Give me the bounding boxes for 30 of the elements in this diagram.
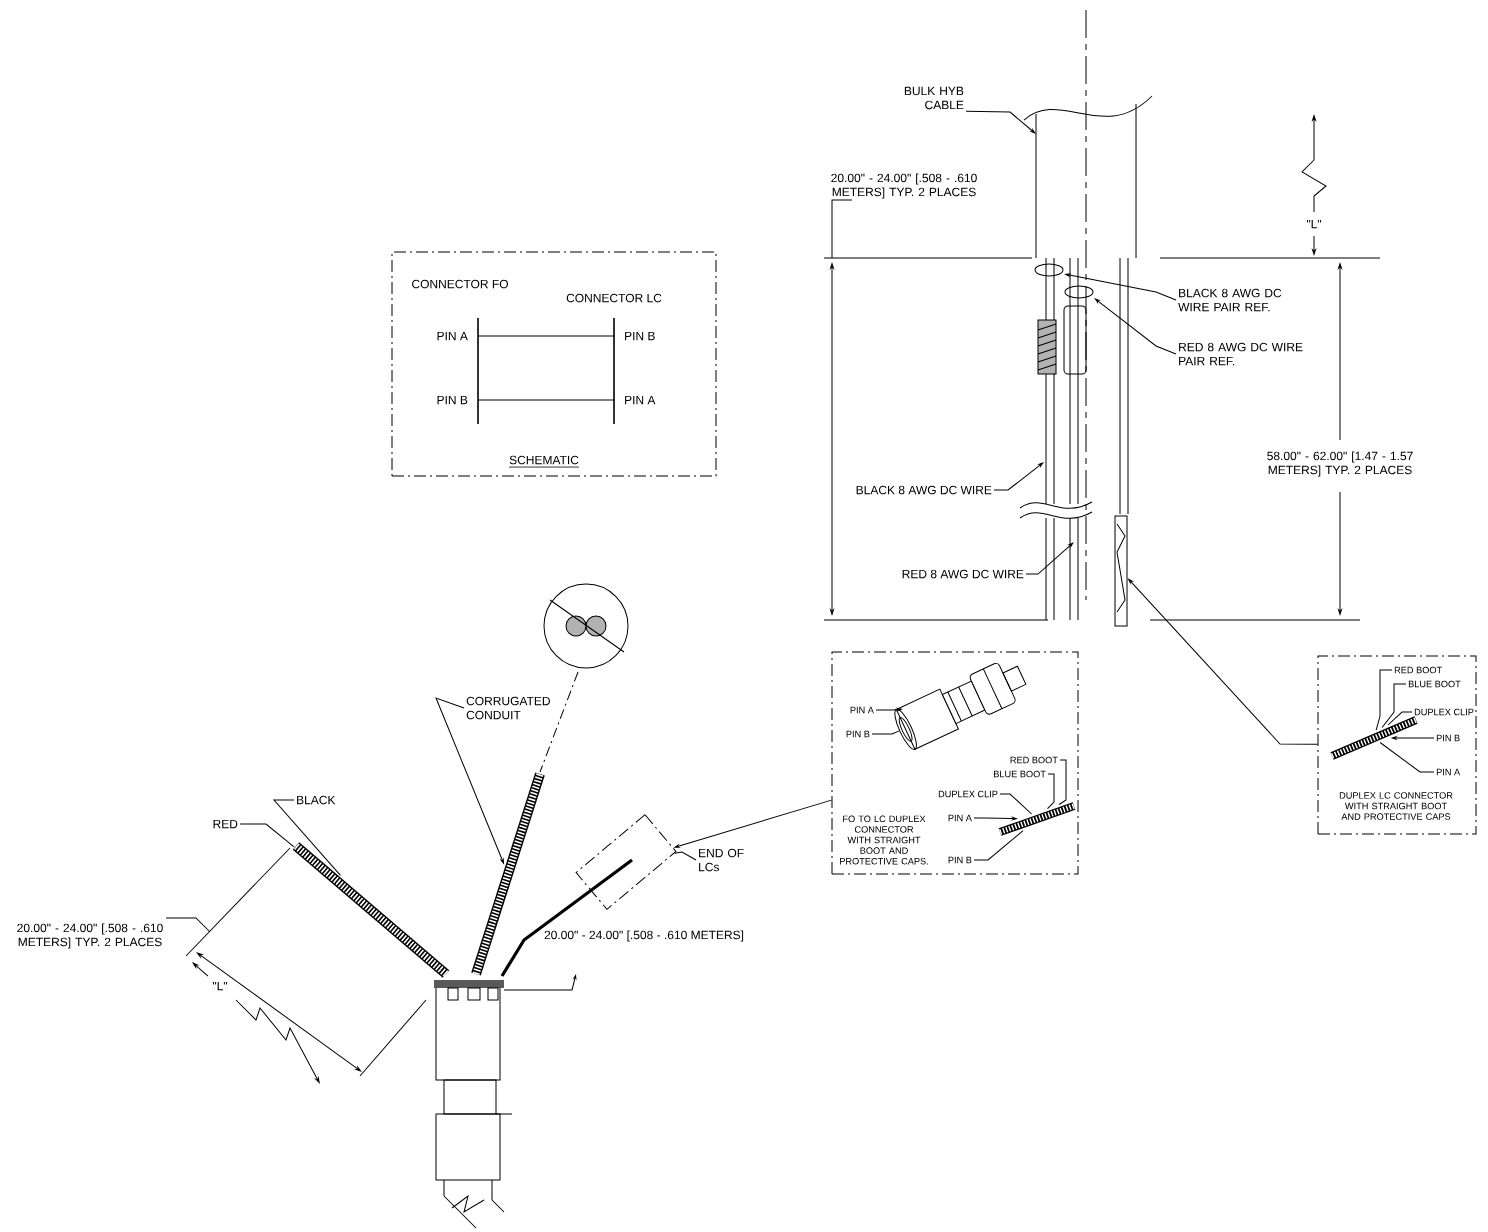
leader-line	[1025, 542, 1074, 575]
leader-line	[435, 697, 505, 864]
leader-line	[999, 793, 1033, 815]
leader-line	[973, 830, 1024, 861]
leader-line	[973, 816, 1017, 821]
leader-line	[965, 110, 1036, 134]
leader-line	[875, 707, 902, 712]
conduit-drawing	[471, 772, 545, 976]
lc-connector-drawing	[1330, 716, 1418, 760]
leader-line	[1391, 736, 1435, 740]
arrow	[1128, 578, 1318, 745]
leader-line	[1058, 759, 1067, 805]
leader-line	[1379, 742, 1435, 773]
leader-line	[1387, 711, 1413, 726]
conduit-drawing	[292, 842, 450, 978]
end-marker-box	[575, 814, 677, 910]
leader-line	[1065, 273, 1177, 301]
connector-drawing	[894, 662, 1027, 750]
leader-line	[673, 851, 697, 861]
leader-line	[1047, 773, 1055, 810]
lc-connector-drawing	[998, 802, 1076, 836]
connector-box	[1114, 515, 1128, 627]
leader-line	[993, 462, 1044, 491]
leader-line	[871, 730, 900, 735]
leader-line	[1381, 683, 1407, 729]
leader-line	[239, 823, 295, 848]
leader-line	[1094, 298, 1177, 355]
leader-line	[1375, 669, 1393, 731]
leader-line	[273, 799, 341, 876]
arrow	[674, 799, 832, 848]
